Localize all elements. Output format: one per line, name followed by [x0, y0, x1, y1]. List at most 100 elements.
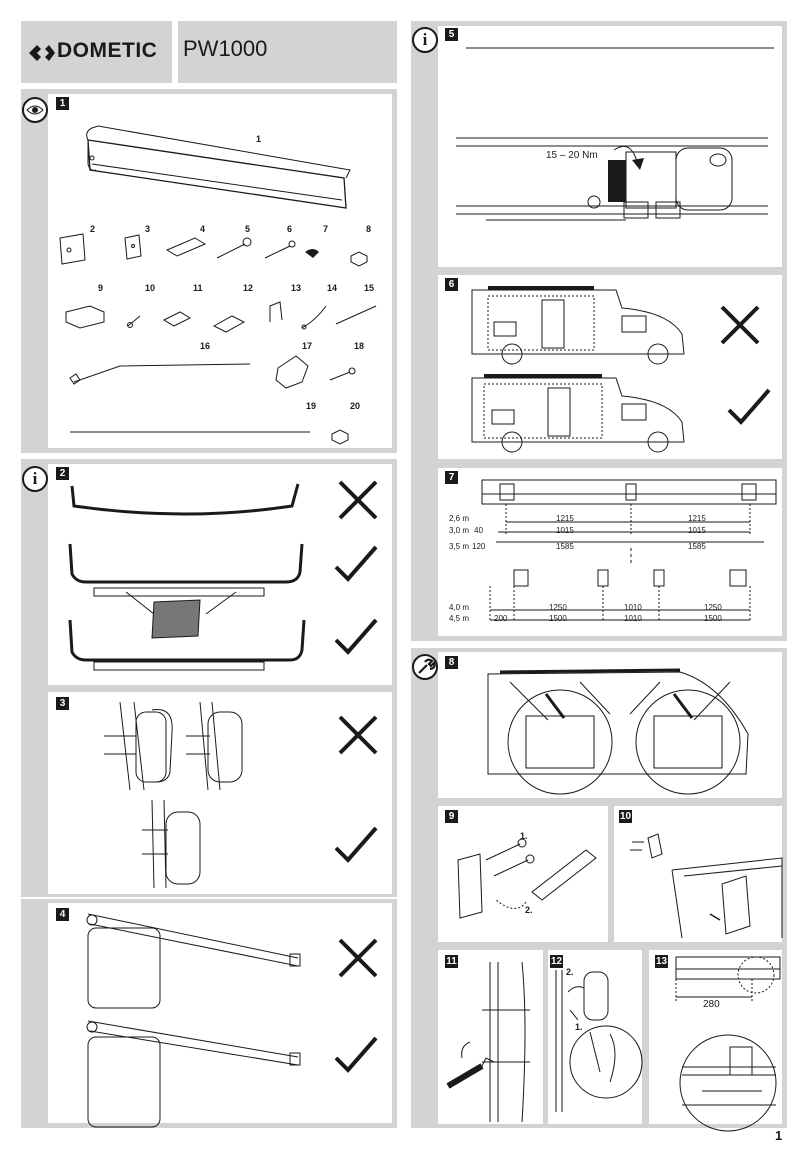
parts-row-1 — [59, 233, 368, 267]
row-4-span-c: 1250 — [704, 603, 722, 612]
row-1-length: 2,6 m — [449, 514, 470, 523]
info-icon: i — [22, 466, 48, 492]
row-3-span-b: 1585 — [688, 542, 706, 551]
part-label-8: 8 — [366, 224, 372, 234]
step-10-panel — [614, 806, 782, 942]
row-4-span-a: 1250 — [549, 603, 567, 612]
part-label-5: 5 — [245, 224, 251, 234]
step-2-number: 2 — [56, 467, 69, 480]
row-2-length: 3,0 m — [449, 526, 470, 535]
step-12-mount-illustration — [555, 970, 643, 1112]
step-9-number: 9 — [445, 810, 458, 823]
row-5-span-c: 1500 — [704, 614, 722, 623]
part-label-14: 14 — [327, 283, 338, 293]
row-4-length: 4,0 m — [449, 603, 470, 612]
step-4-arm-good — [86, 1020, 301, 1128]
row-2-span-b: 1015 — [688, 526, 706, 535]
step-2-roof-good — [68, 543, 304, 639]
part-label-16: 16 — [200, 341, 211, 351]
header-model-box — [178, 21, 397, 83]
step-5-divider — [466, 47, 774, 49]
step-7-number: 7 — [445, 471, 458, 484]
row-3-offset: 120 — [472, 542, 486, 551]
model-name: PW1000 — [183, 36, 268, 61]
parts-row-4 — [70, 429, 349, 445]
step-3-cross-icon — [338, 715, 378, 755]
step-9-label-1: 1. — [520, 831, 528, 841]
step-6-check-icon — [727, 388, 771, 425]
step-3-number: 3 — [56, 697, 69, 710]
part-label-3: 3 — [145, 224, 151, 234]
step-6-panel — [438, 275, 782, 459]
step-13-position-illustration — [675, 956, 781, 1132]
step-10-number: 10 — [619, 810, 632, 823]
step-6-number: 6 — [445, 278, 458, 291]
eye-icon — [22, 97, 48, 123]
step-3-bracket-good — [142, 799, 201, 889]
step-3-check-icon — [334, 826, 378, 863]
step-2-check-icon — [334, 545, 378, 582]
step-12-number: 12 — [550, 955, 563, 968]
step-5-number: 5 — [445, 28, 458, 41]
step-9-label-2: 2. — [525, 905, 533, 915]
row-5-length: 4,5 m — [449, 614, 470, 623]
step-2-cross-icon — [338, 480, 378, 520]
row-1-span-a: 1215 — [556, 514, 574, 523]
step-3-bracket-bad — [104, 701, 243, 791]
step-2-check-icon-2 — [334, 618, 378, 655]
part-label-2: 2 — [90, 224, 96, 234]
step-4-arm-bad — [86, 913, 301, 1009]
step-12-panel — [548, 950, 642, 1124]
step-2-panel — [48, 464, 392, 685]
step-8-number: 8 — [445, 656, 458, 669]
part-label-7: 7 — [323, 224, 329, 234]
awning-illustration — [86, 125, 351, 209]
part-label-6: 6 — [287, 224, 293, 234]
info-icon: i — [412, 27, 438, 53]
part-label-19: 19 — [306, 401, 317, 411]
row-5-offset: 200 — [494, 614, 508, 623]
row-3-span-a: 1585 — [556, 542, 574, 551]
step-5-torque-illustration — [456, 137, 768, 221]
part-label-17: 17 — [302, 341, 313, 351]
part-label-18: 18 — [354, 341, 365, 351]
step-6-vehicle-good — [471, 374, 685, 453]
dometic-logo: DOMETIC — [27, 38, 167, 68]
part-label-10: 10 — [145, 283, 156, 293]
row-5-span-b: 1010 — [624, 614, 642, 623]
parts-row-2 — [65, 301, 377, 333]
step-2-roof-good-2 — [68, 619, 306, 671]
step-10-bracket-illustration — [630, 833, 783, 939]
step-9-drilling-illustration — [457, 838, 597, 919]
row-1-span-b: 1215 — [688, 514, 706, 523]
brand-name: DOMETIC — [57, 39, 158, 62]
step-4-cross-icon — [338, 938, 378, 978]
torque-label: 15 – 20 Nm — [546, 150, 598, 161]
step-12-label-1: 1. — [575, 1022, 583, 1032]
part-label-11: 11 — [193, 283, 203, 293]
step-2-roof-bad — [70, 483, 300, 527]
step-4-check-icon — [334, 1036, 378, 1073]
step-8-marking-illustration — [487, 668, 749, 795]
step-6-vehicle-bad — [471, 286, 685, 365]
step-13-number: 13 — [655, 955, 668, 968]
part-label-15: 15 — [364, 283, 375, 293]
row-4-span-b: 1010 — [624, 603, 642, 612]
part-label-20: 20 — [350, 401, 361, 411]
step-7-dimension-drawing — [481, 479, 777, 621]
step-3-panel — [48, 692, 392, 894]
header-brand-box — [21, 21, 172, 83]
row-2-offset: 40 — [474, 526, 483, 535]
parts-row-3 — [69, 355, 356, 389]
step-4-number: 4 — [56, 908, 69, 921]
step-11-number: 11 — [445, 955, 458, 968]
wrench-icon — [412, 654, 438, 680]
part-label-4: 4 — [200, 224, 206, 234]
row-3-length: 3,5 m — [449, 542, 470, 551]
part-label-9: 9 — [98, 283, 104, 293]
step-13-distance: 280 — [703, 999, 720, 1010]
part-label-12: 12 — [243, 283, 254, 293]
step-12-label-2: 2. — [566, 967, 574, 977]
part-label-13: 13 — [291, 283, 302, 293]
step-11-wrench-illustration — [446, 961, 530, 1123]
